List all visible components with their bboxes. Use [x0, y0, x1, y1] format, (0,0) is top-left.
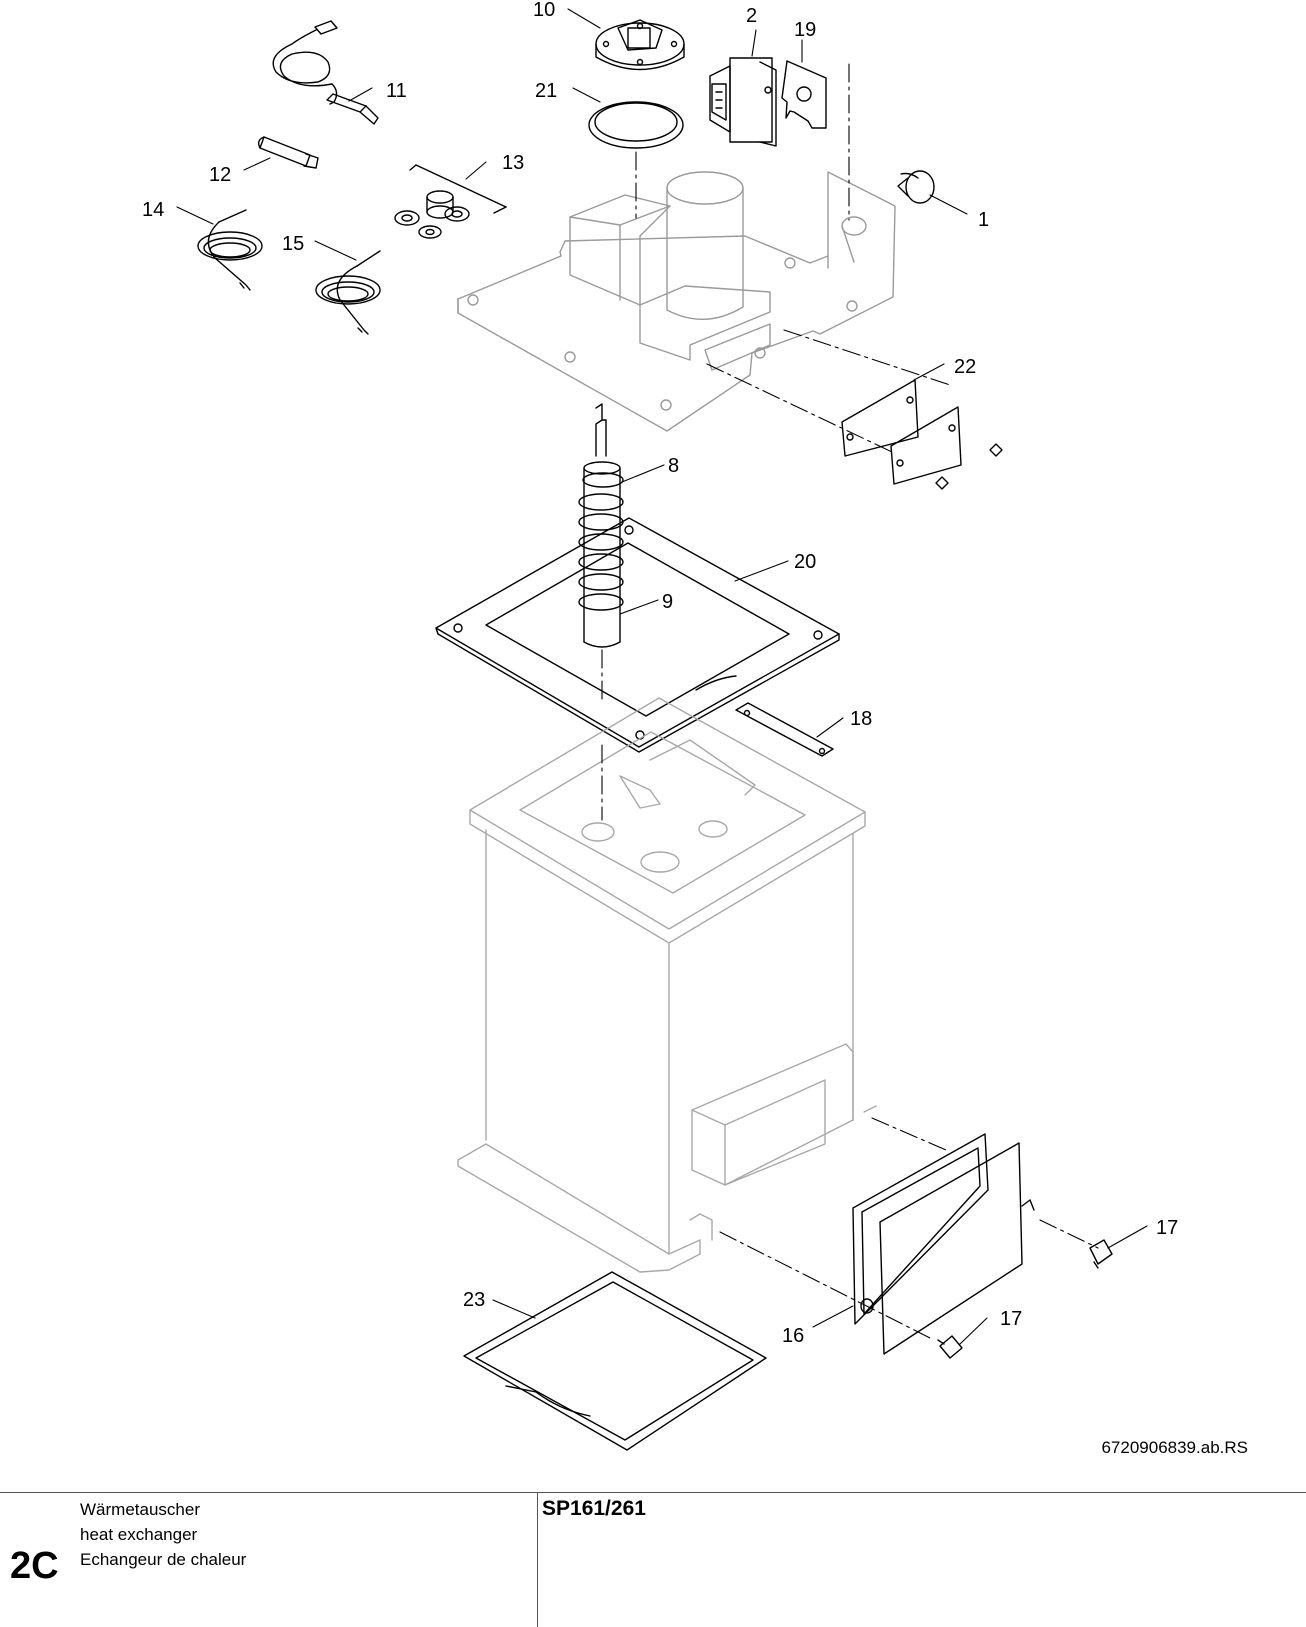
- callout-22: 22: [954, 356, 976, 378]
- callout-17-upper: 17: [1156, 1217, 1178, 1239]
- title-english: heat exchanger: [80, 1525, 198, 1544]
- part-19-plate: [781, 60, 827, 129]
- part-16-cleaning-door: [860, 1142, 1035, 1355]
- heat-exchanger-body: [457, 697, 877, 1273]
- callout-14: 14: [142, 199, 164, 221]
- title-block: 2C Wärmetauscher heat exchanger Echangeu…: [0, 1492, 1306, 1627]
- drawing-id: 6720906839.ab.RS: [1101, 1438, 1248, 1457]
- part-14-temp-sensor: [197, 209, 263, 291]
- callout-12: 12: [209, 164, 231, 186]
- callout-19: 19: [794, 19, 816, 41]
- part-17-door-knob-upper: [1089, 1239, 1113, 1269]
- part-18-mounting-strip: [735, 702, 834, 757]
- part-22-inspection-covers: [841, 379, 1003, 490]
- part-1-cap: [897, 170, 935, 204]
- section-code: 2C: [10, 1545, 59, 1587]
- callout-11: 11: [386, 80, 407, 102]
- callout-16: 16: [782, 1325, 804, 1347]
- callout-15: 15: [282, 233, 304, 255]
- callout-13: 13: [502, 152, 524, 174]
- part-17-door-knob-lower: [937, 1335, 963, 1359]
- callout-23: 23: [463, 1289, 485, 1311]
- part-21-gasket-ring: [588, 101, 684, 149]
- part-2-fan-motor: [709, 57, 777, 147]
- part-10-fan-rotor: [595, 19, 685, 71]
- title-block-divider: [537, 1493, 538, 1627]
- callout-10: 10: [533, 0, 555, 21]
- title-german: Wärmetauscher: [80, 1500, 200, 1519]
- callout-2: 2: [746, 5, 757, 27]
- part-12-bushing: [257, 136, 319, 169]
- callout-8: 8: [668, 455, 679, 477]
- part-11-sensor-cable: [272, 20, 379, 125]
- exploded-parts-diagram: 10 2 19 1 11 21 12 13 14 15 22 8 20 9 18…: [142, 0, 1178, 1451]
- part-13-grommet-set: [394, 164, 507, 239]
- leader-lines: [176, 8, 1148, 1345]
- part-16-cleaning-door-gasket: [852, 1133, 989, 1325]
- part-20-flange-gasket: [435, 517, 840, 753]
- part-9-displacement-tube: [583, 461, 621, 648]
- callout-20: 20: [794, 551, 816, 573]
- callout-9: 9: [662, 591, 673, 613]
- callout-labels: 10 2 19 1 11 21 12 13 14 15 22 8 20 9 18…: [142, 0, 1178, 1347]
- callout-21: 21: [535, 80, 557, 102]
- model-number: SP161/261: [542, 1497, 646, 1520]
- callout-1: 1: [978, 209, 989, 231]
- burner-housing-plate: [457, 171, 896, 432]
- part-15-temp-sensor: [315, 250, 381, 335]
- callout-17-lower: 17: [1000, 1308, 1022, 1330]
- part-8-turbulator-spiral: [578, 403, 624, 611]
- title-french: Echangeur de chaleur: [80, 1550, 247, 1569]
- callout-18: 18: [850, 708, 872, 730]
- assembly-axes: [601, 63, 1099, 1341]
- part-23-bottom-gasket: [463, 1271, 767, 1451]
- section-titles: Wärmetauscher heat exchanger Echangeur d…: [80, 1497, 246, 1572]
